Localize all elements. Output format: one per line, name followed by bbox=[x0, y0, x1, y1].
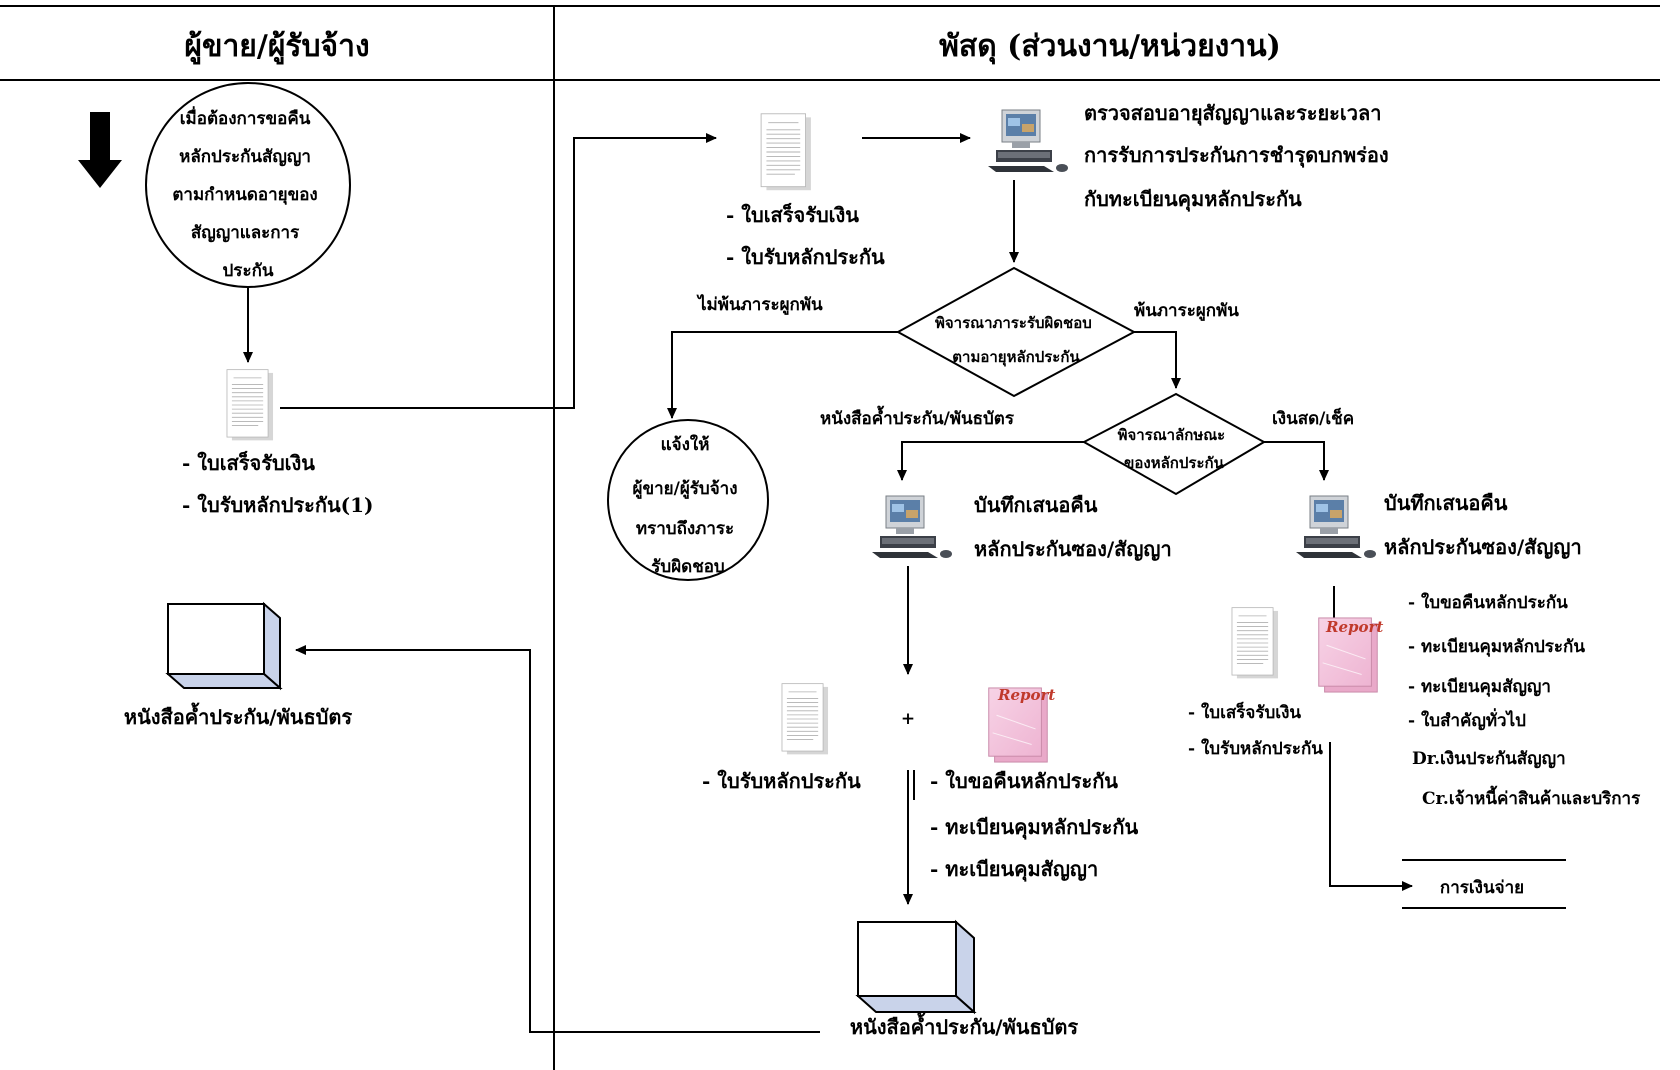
check-step-text: ตรวจสอบอายุสัญญาและระยะเวลา การรับการประ… bbox=[1084, 101, 1396, 212]
left-branch-plus: + bbox=[901, 709, 915, 729]
vendor-doc-labels: - ใบเสร็จรับเงิน - ใบรับหลักประกัน(1) bbox=[182, 450, 374, 517]
decision-guarantee-type-diamond bbox=[1081, 392, 1267, 496]
right-branch-journal: Dr.เงินประกันสัญญา Cr.เจ้าหนี้ค่าสินค้าแ… bbox=[1412, 749, 1641, 809]
start-circle-text: เมื่อต้องการขอคืน หลักประกันสัญญา ตามกำห… bbox=[172, 106, 323, 281]
left-branch-document-icon bbox=[781, 683, 829, 755]
decision2-right-label: เงินสด/เช็ค bbox=[1272, 406, 1354, 429]
left-branch-doc-label: - ใบรับหลักประกัน bbox=[702, 769, 861, 793]
right-branch-doc-items: - ใบเสร็จรับเงิน - ใบรับหลักประกัน bbox=[1188, 700, 1323, 759]
lane-header-vendor: ผู้ขาย/ผู้รับจ้าง bbox=[184, 29, 369, 65]
record-right-computer-icon bbox=[1295, 495, 1377, 559]
decision2-left-label: หนังสือค้ำประกัน/พันธบัตร bbox=[820, 405, 1015, 429]
left-report-word: Report bbox=[997, 686, 1055, 704]
decision1-no-label: ไม่พ้นภาระผูกพัน bbox=[696, 294, 823, 316]
arrow-decision2-left bbox=[897, 441, 1084, 481]
decision1-text: พิจารณาภาระรับผิดชอบ ตามอายุหลักประกัน bbox=[935, 314, 1097, 367]
lane-header-supplies: พัสดุ (ส่วนงาน/หน่วยงาน) bbox=[939, 29, 1281, 65]
payment-end-label: การเงินจ่าย bbox=[1440, 878, 1524, 898]
supplies-doc-labels: - ใบเสร็จรับเงิน - ใบรับหลักประกัน bbox=[726, 202, 885, 269]
right-branch-report-items: - ใบขอคืนหลักประกัน - ทะเบียนคุมหลักประก… bbox=[1408, 592, 1591, 731]
vendor-storage-box bbox=[165, 601, 283, 691]
record-left-computer-icon bbox=[871, 495, 953, 559]
notify-circle-text: แจ้งให้ ผู้ขาย/ผู้รับจ้าง ทราบถึงภาระ รั… bbox=[633, 434, 744, 577]
supplies-document-icon bbox=[760, 113, 812, 191]
record-left-text: บันทึกเสนอคืน หลักประกันซอง/สัญญา bbox=[974, 493, 1172, 561]
thick-down-arrow-icon bbox=[78, 112, 122, 188]
right-report-word: Report bbox=[1325, 618, 1383, 636]
check-computer-icon bbox=[987, 109, 1069, 173]
left-branch-report-items: - ใบขอคืนหลักประกัน - ทะเบียนคุมหลักประก… bbox=[930, 769, 1145, 882]
start-connector-circle bbox=[145, 82, 351, 288]
supplies-box-label: หนังสือค้ำประกัน/พันธบัตร bbox=[850, 1012, 1078, 1039]
arrow-decision1-no bbox=[667, 331, 898, 419]
vendor-document-icon bbox=[226, 369, 274, 441]
arrow-decision2-right bbox=[1264, 441, 1329, 481]
decision1-yes-label: พ้นภาระผูกพัน bbox=[1134, 301, 1239, 322]
decision2-text: พิจารณาลักษณะ ของหลักประกัน bbox=[1118, 426, 1231, 472]
vendor-box-label: หนังสือค้ำประกัน/พันธบัตร bbox=[124, 702, 352, 729]
decision-liability-diamond bbox=[895, 266, 1137, 398]
arrow-decision1-yes bbox=[1134, 331, 1181, 389]
record-right-text: บันทึกเสนอคืน หลักประกันซอง/สัญญา bbox=[1384, 491, 1582, 559]
supplies-storage-box bbox=[855, 919, 977, 1015]
arrow-doc-to-supplies bbox=[280, 133, 717, 409]
arrow-return-to-vendor bbox=[295, 645, 820, 1033]
notify-connector-circle bbox=[607, 419, 769, 581]
arrow-right-branch-to-payment bbox=[1329, 742, 1413, 891]
right-branch-document-icon bbox=[1231, 607, 1279, 679]
